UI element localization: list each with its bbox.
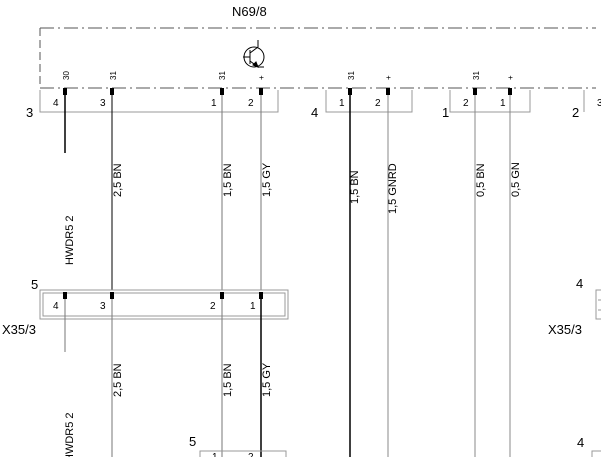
- sig-label: 31: [109, 71, 118, 80]
- wire-label: 1,5 GY: [261, 162, 273, 197]
- sig-label: 31: [218, 71, 227, 80]
- right-connector-label: 4: [576, 276, 583, 291]
- wire-label: 1,5 BN: [349, 170, 361, 204]
- bottom-right-housing: [591, 450, 601, 457]
- component-title: N69/8: [232, 4, 267, 19]
- pin-number: 2: [375, 98, 381, 109]
- wire-label: 1,5 GY: [261, 362, 273, 397]
- pin-number: 1: [250, 301, 256, 312]
- mid-connector-housing: [39, 289, 289, 320]
- pin-number: 1: [212, 452, 218, 457]
- wires-lower: [64, 299, 262, 457]
- wire-label: 2,5 BN: [112, 363, 124, 397]
- pin-number: 2: [248, 452, 254, 457]
- wire-label: 2,5 BN: [112, 163, 124, 197]
- pin-number: 1: [339, 98, 345, 109]
- bottom-connector-housing: [199, 450, 287, 457]
- pin-number: 4: [53, 301, 59, 312]
- connector-group-label: 1: [442, 105, 449, 120]
- pin-number: 3: [597, 98, 601, 109]
- pin-number: 2: [463, 98, 469, 109]
- pin-number: 1: [500, 98, 506, 109]
- wire-labels-upper: 2,5 BN 1,5 BN 1,5 GY 1,5 BN 1,5 GNRD 0,5…: [112, 162, 522, 214]
- transistor-icon: [243, 40, 265, 68]
- bottom-connector-label: 5: [189, 434, 196, 449]
- pin-number: 2: [248, 98, 254, 109]
- connector-name-right: X35/3: [548, 322, 582, 337]
- pin-number: 3: [100, 301, 106, 312]
- sig-label: 31: [347, 71, 356, 80]
- sig-label: +: [384, 75, 393, 80]
- top-signal-labels: 30 31 31 + 31 + 31 +: [62, 71, 515, 80]
- mid-connector-label: 5: [31, 277, 38, 292]
- pin-number: 1: [211, 98, 217, 109]
- top-connectors: [39, 90, 585, 113]
- sig-label: 30: [62, 71, 71, 80]
- hwdr-label: HWDR5 2: [64, 215, 76, 265]
- pin-number: 2: [210, 301, 216, 312]
- bottom-right-label: 4: [577, 435, 584, 450]
- wire-label: 1,5 GNRD: [387, 163, 399, 214]
- pin-number: 3: [100, 98, 106, 109]
- sig-label: +: [506, 75, 515, 80]
- connector-group-label: 3: [26, 105, 33, 120]
- terminal-blocks-top: [63, 88, 512, 95]
- right-connector-housing: [595, 289, 601, 320]
- wire-label: 1,5 BN: [222, 363, 234, 397]
- pin-number: 4: [53, 98, 59, 109]
- wire-label: 1,5 BN: [222, 163, 234, 197]
- wires-upper: [64, 95, 511, 457]
- sig-label: +: [257, 75, 266, 80]
- hwdr-label-lower: HWDR5 2: [64, 412, 76, 457]
- wire-label: 0,5 GN: [510, 162, 522, 197]
- connector-name-left: X35/3: [2, 322, 36, 337]
- connector-group-label: 4: [311, 105, 318, 120]
- component-housing: [39, 27, 596, 89]
- wire-label: 0,5 BN: [475, 163, 487, 197]
- wire-labels-lower: 2,5 BN 1,5 BN 1,5 GY: [112, 362, 273, 397]
- sig-label: 31: [472, 71, 481, 80]
- connector-group-label: 2: [572, 105, 579, 120]
- terminal-blocks-mid: [63, 292, 263, 299]
